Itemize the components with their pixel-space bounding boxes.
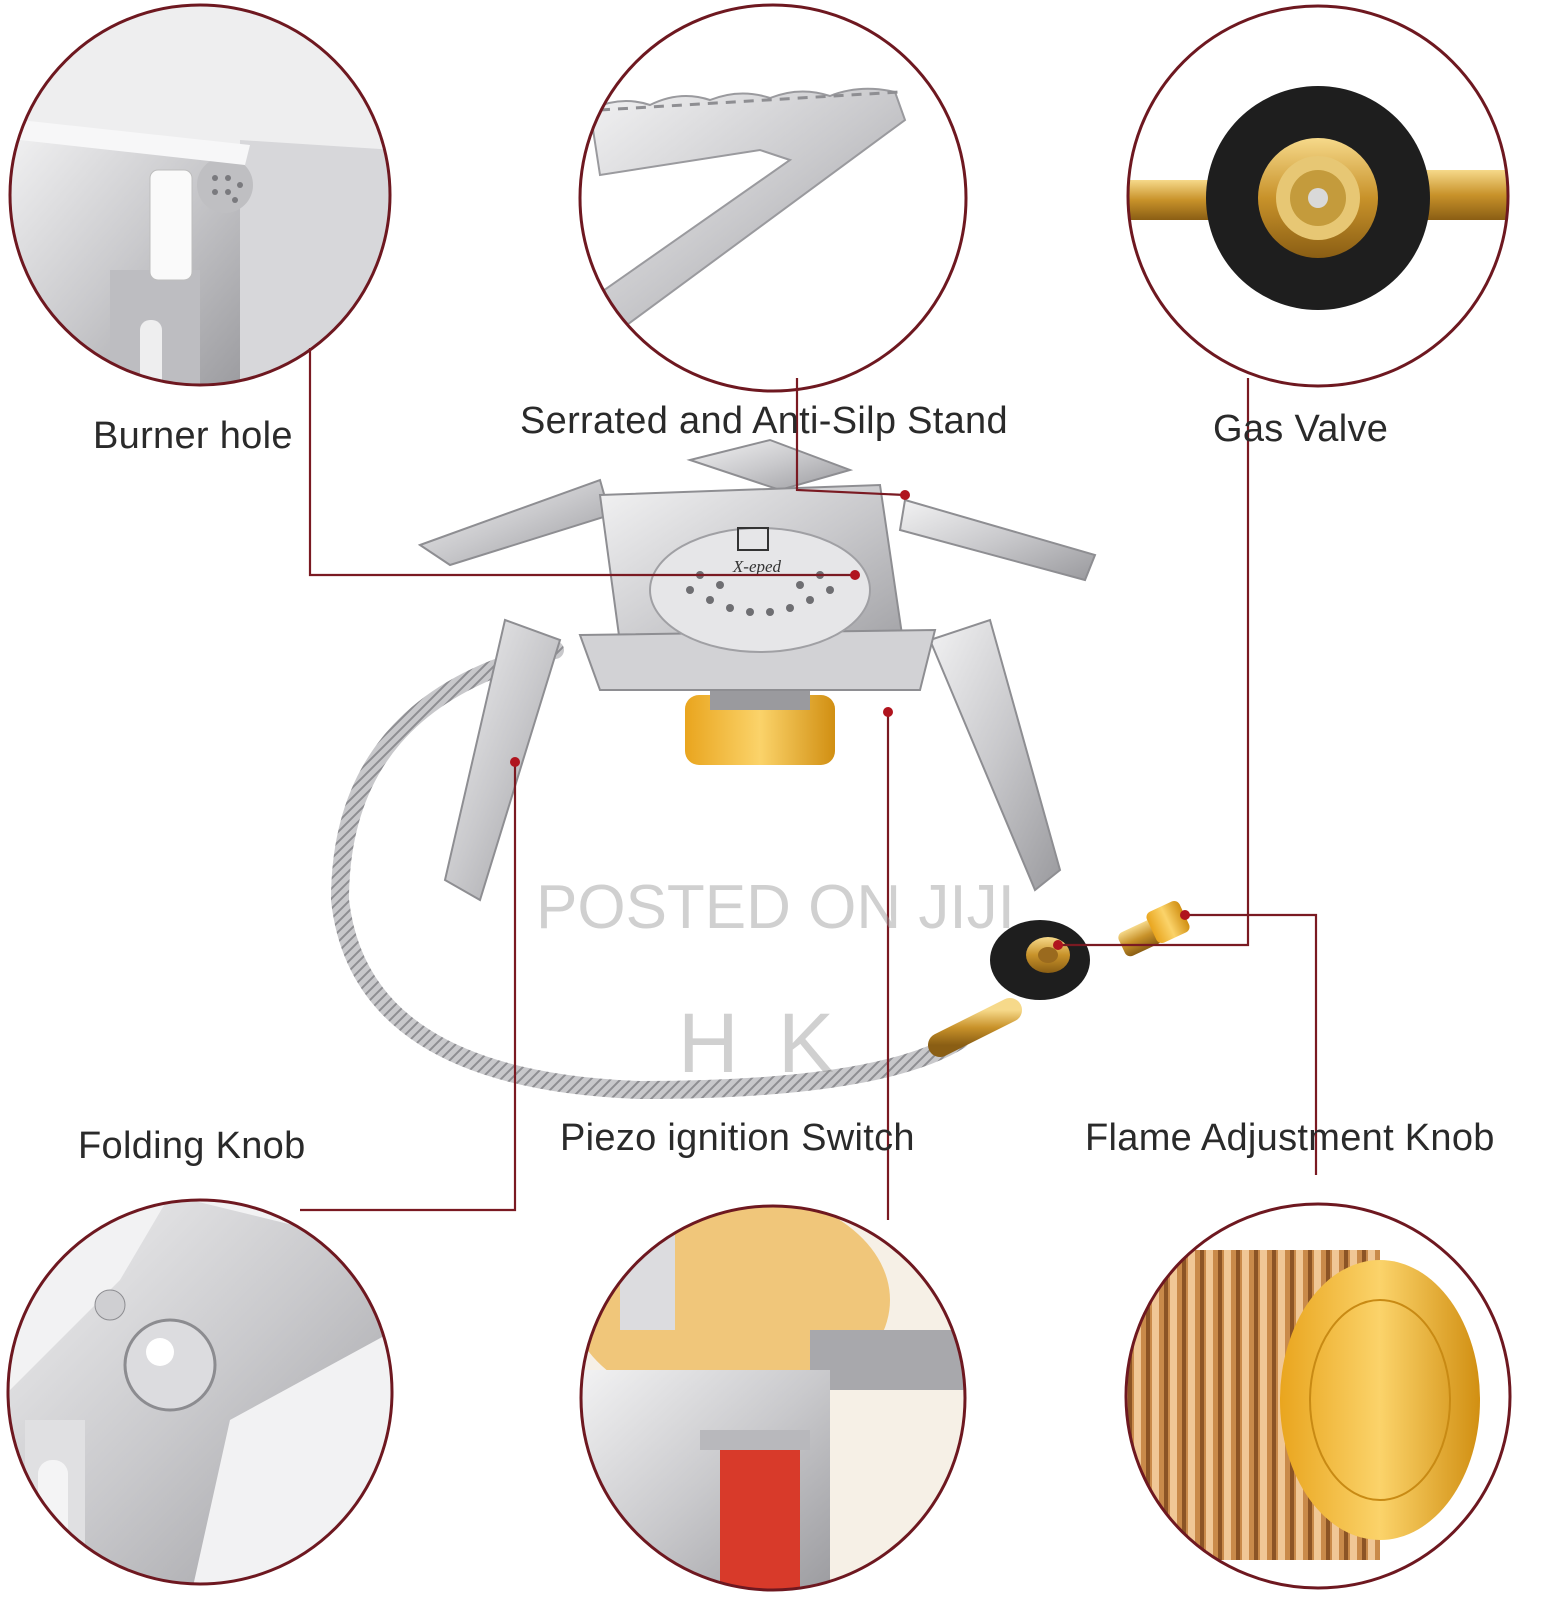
piezo-ignition-detail-image	[579, 1204, 967, 1592]
folding-knob-detail-image	[6, 1198, 394, 1586]
serrated-stand-detail-image	[578, 3, 968, 393]
label-serrated-stand: Serrated and Anti-Silp Stand	[520, 400, 1008, 442]
label-flame-knob: Flame Adjustment Knob	[1085, 1117, 1495, 1159]
label-burner-hole: Burner hole	[93, 415, 293, 457]
gas-valve-detail-image	[1126, 4, 1510, 388]
camping-stove-image: X-eped	[330, 438, 1190, 1100]
callout-lines	[300, 348, 1318, 1220]
brand-logo-icon	[737, 527, 769, 551]
watermark-line-1: POSTED ON JIJI	[536, 873, 1015, 942]
burner-hole-detail-image	[8, 3, 392, 387]
flame-knob-detail-image	[1124, 1202, 1512, 1590]
watermark-line-2: H K	[678, 996, 843, 1090]
label-gas-valve: Gas Valve	[1213, 408, 1389, 450]
stove-brand-mark: X-eped	[732, 557, 782, 576]
gas-regulator	[990, 900, 1190, 1000]
label-folding-knob: Folding Knob	[78, 1125, 306, 1167]
label-piezo-switch: Piezo ignition Switch	[560, 1117, 915, 1159]
callout-dots	[510, 490, 1190, 950]
